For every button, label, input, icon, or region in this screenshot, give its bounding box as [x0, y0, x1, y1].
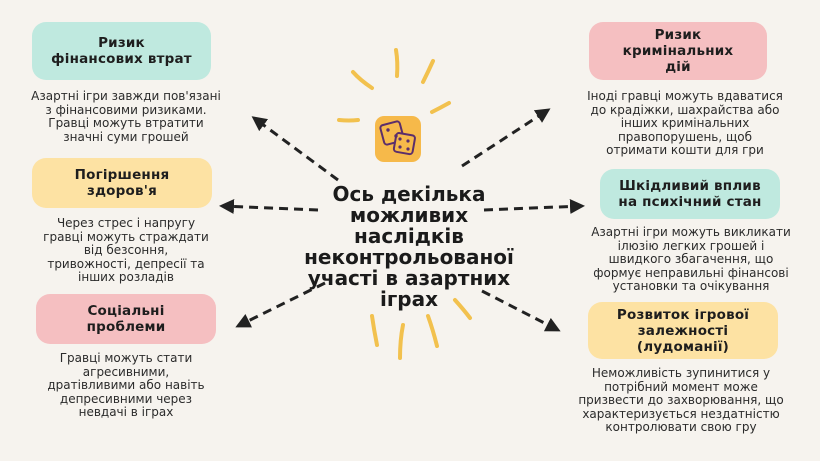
health-text: Через стрес і напругу гравці можуть стра… [43, 216, 209, 284]
arrow-criminal [461, 108, 551, 168]
mental-harm-text: Азартні ігри можуть викликати ілюзію лег… [591, 225, 791, 293]
social-title: Соціальні проблеми [36, 294, 216, 344]
arrow-financial [251, 116, 339, 182]
addiction-text: Неможливість зупинитися у потрібний моме… [578, 366, 784, 434]
arrow-mental [483, 198, 585, 214]
arrow-health [219, 199, 319, 214]
financial-risk-title: Ризик фінансових втрат [32, 22, 211, 80]
criminal-risk-title: Ризик кримінальних дій [589, 22, 767, 80]
mental-harm-title: Шкідливий вплив на психічний стан [600, 169, 780, 219]
addiction-title: Розвиток ігрової залежності (лудоманії) [588, 302, 778, 359]
health-title: Погіршення здоров'я [32, 158, 212, 208]
criminal-risk-text: Іноді гравці можуть вдаватися до крадіжк… [587, 89, 783, 157]
social-text: Гравці можуть стати агресивними, дратівл… [47, 351, 205, 419]
financial-risk-text: Азартні ігри завжди пов'язані з фінансов… [31, 89, 221, 144]
dice-icon [375, 116, 421, 162]
arrow-social [235, 281, 326, 328]
center-title: Ось декілька можливих наслідків неконтро… [304, 182, 514, 311]
rays-icon [337, 48, 472, 360]
